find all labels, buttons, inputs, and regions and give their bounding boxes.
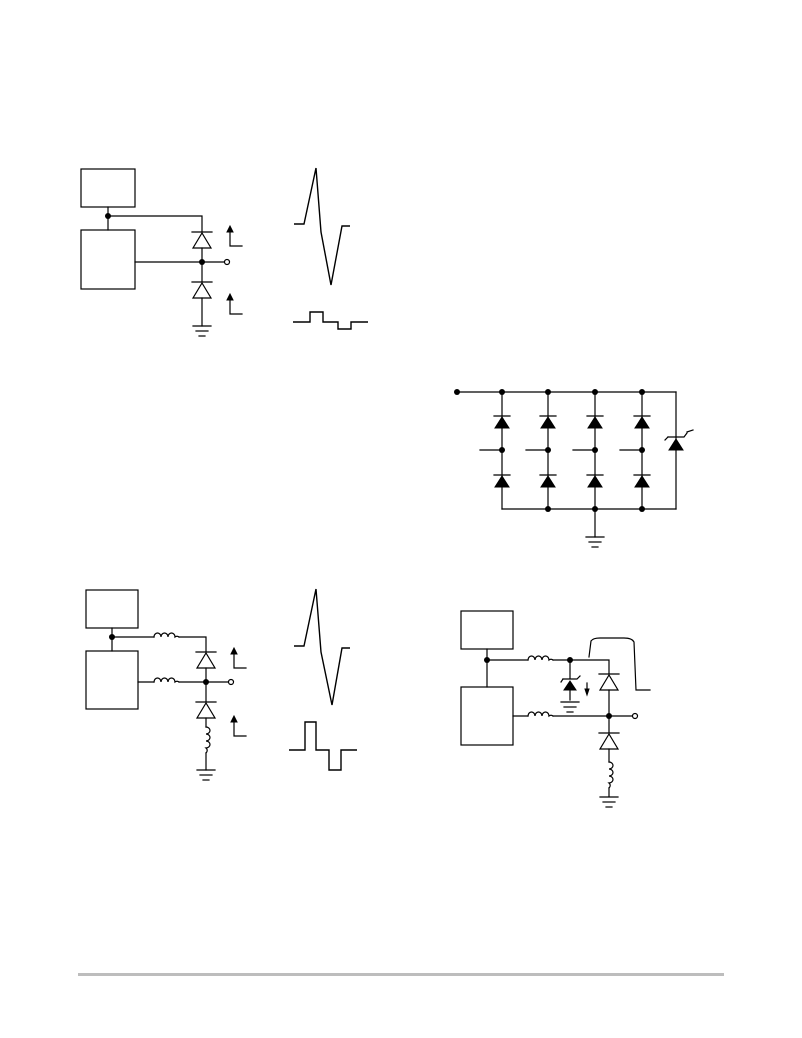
diode-column	[479, 389, 511, 510]
figure-d	[460, 610, 651, 808]
block-bottom	[80, 229, 136, 290]
ground-symbol	[585, 536, 605, 548]
diode-column	[572, 389, 604, 512]
ground-symbol	[599, 796, 619, 808]
inductor	[527, 655, 554, 662]
inductor	[153, 632, 180, 639]
spike-waveform	[294, 167, 350, 286]
junction-dot	[199, 259, 205, 265]
input-terminal	[454, 389, 460, 395]
diode-column	[525, 389, 557, 512]
block-bottom	[460, 686, 514, 746]
inductor	[527, 711, 554, 718]
block-top	[85, 589, 139, 629]
block-bottom	[85, 650, 139, 710]
inductor	[153, 677, 180, 684]
clamped-waveform	[289, 721, 357, 771]
voltage-arrow	[230, 647, 247, 669]
block-top	[80, 168, 136, 208]
footer-rule	[78, 973, 724, 976]
diode-column	[619, 389, 651, 512]
diode-lower	[598, 732, 620, 750]
io-terminal	[223, 258, 231, 266]
junction-dot	[203, 679, 209, 685]
diode-upper	[195, 651, 217, 669]
spike-waveform	[294, 588, 350, 706]
io-terminal	[631, 712, 639, 720]
ground-symbol	[196, 769, 216, 781]
figure-b	[454, 389, 694, 548]
junction-dot	[606, 713, 612, 719]
voltage-arrow	[226, 293, 243, 315]
diode-lower	[191, 281, 213, 299]
diode-upper	[191, 231, 213, 249]
clamp-path	[588, 637, 651, 691]
voltage-arrow	[226, 225, 243, 247]
tvs-diode	[668, 438, 684, 451]
block-top	[460, 610, 514, 650]
ground-symbol	[560, 701, 580, 713]
inductor	[607, 761, 614, 789]
io-terminal	[227, 678, 235, 686]
inductor	[204, 726, 211, 754]
figure-a	[80, 167, 368, 337]
diode-upper	[598, 673, 620, 691]
zener-diode	[563, 680, 577, 691]
diode-lower	[195, 701, 217, 719]
ground-symbol	[192, 325, 212, 337]
clamped-waveform	[293, 311, 368, 330]
figure-c	[85, 588, 357, 781]
voltage-arrow	[230, 715, 247, 737]
